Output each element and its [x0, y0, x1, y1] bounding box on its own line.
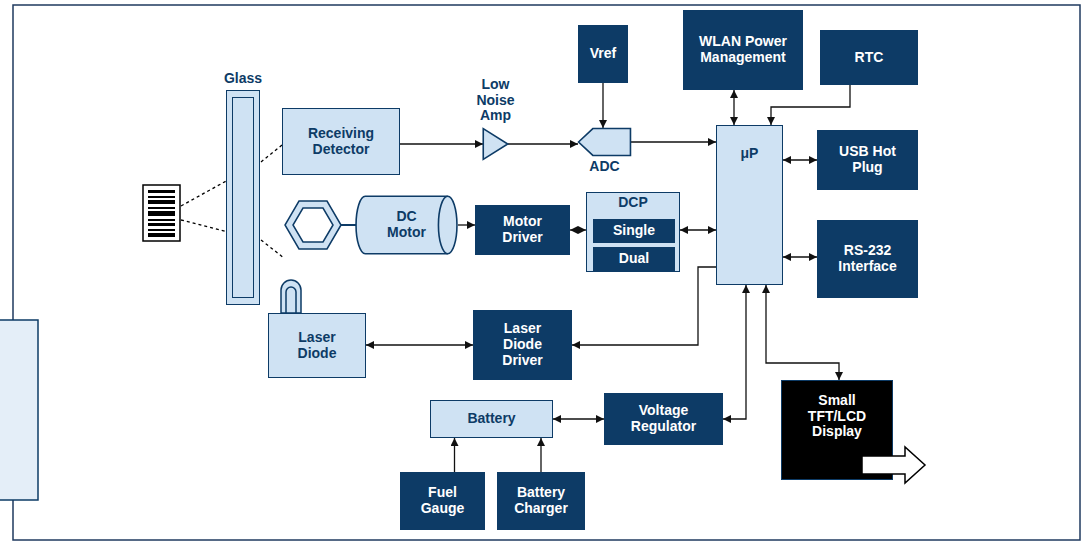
barcode [143, 185, 180, 241]
option-box: Single [593, 219, 675, 243]
connector [540, 438, 541, 472]
driver-box: Motor Driver [475, 205, 570, 255]
glass-inner [232, 97, 254, 298]
connector [771, 85, 850, 125]
node-label: ADC [589, 159, 619, 175]
arrow-icon [862, 447, 925, 483]
connector [400, 143, 483, 144]
interface-box: RS-232 Interface [817, 220, 918, 298]
node-text: Voltage Regulator [624, 403, 704, 434]
node-text: Small TFT/LCD Display [797, 393, 877, 440]
power-box: WLAN Power Management [683, 10, 803, 90]
node-text: Receiving Detector [301, 126, 381, 157]
node-text: Vref [590, 46, 616, 62]
node-text: WLAN Power Management [693, 34, 793, 65]
tri-outline [483, 128, 508, 160]
node-text: Single [613, 223, 655, 239]
node-text: Laser Diode [287, 330, 347, 361]
connector [723, 285, 746, 419]
node-text: Battery [467, 411, 515, 427]
rtc-box: RTC [820, 30, 918, 85]
detector-box: Receiving Detector [282, 108, 400, 175]
connector [783, 159, 817, 160]
connector [783, 256, 817, 257]
connector [454, 438, 455, 472]
connector [458, 224, 475, 225]
node-label: Low Noise Amp [472, 77, 520, 124]
usb-box: USB Hot Plug [817, 130, 918, 190]
connector [733, 90, 734, 125]
processor-box: μP [716, 125, 783, 285]
side-panel [0, 320, 38, 500]
node-text: USB Hot Plug [832, 144, 904, 175]
laser-lens [281, 280, 301, 313]
option-box: Dual [593, 247, 675, 271]
adc-outline [578, 128, 631, 156]
display-box: Small TFT/LCD Display [781, 380, 893, 480]
adc-symbol: ADC [578, 128, 631, 156]
node-text: Motor Driver [495, 214, 550, 245]
connector [766, 285, 839, 380]
amplifier-symbol: Low Noise Amp [483, 128, 508, 160]
node-text: RS-232 Interface [830, 243, 905, 274]
connector [572, 267, 716, 345]
connector [366, 344, 473, 345]
node-text: μP [741, 146, 759, 162]
connector [602, 83, 603, 128]
connector [631, 141, 716, 142]
node-text: RTC [855, 50, 884, 66]
frame [13, 5, 1080, 540]
node-text: Dual [619, 251, 649, 267]
reference-box: Vref [578, 25, 628, 83]
node-text: DCP [618, 195, 648, 211]
battery-box: Battery [430, 400, 553, 438]
gauge-box: Fuel Gauge [400, 472, 485, 530]
node-label: Glass [224, 71, 262, 87]
charger-box: Battery Charger [497, 472, 585, 530]
connector [570, 229, 586, 230]
polygon-mirror [285, 201, 360, 249]
driver-box: Laser Diode Driver [473, 310, 572, 380]
node-text: Laser Diode Driver [493, 321, 553, 368]
connector [680, 229, 716, 230]
connector [553, 418, 604, 419]
node-text: DC Motor [379, 209, 434, 240]
glass-panel: Glass [226, 90, 260, 305]
connector [508, 143, 578, 144]
dcp-box: DCP SingleDual [586, 192, 680, 272]
regulator-box: Voltage Regulator [604, 393, 723, 445]
node-text: Fuel Gauge [418, 485, 468, 516]
laser-box: Laser Diode [268, 313, 366, 378]
motor-symbol: DC Motor [355, 195, 458, 255]
node-text: Battery Charger [509, 485, 574, 516]
